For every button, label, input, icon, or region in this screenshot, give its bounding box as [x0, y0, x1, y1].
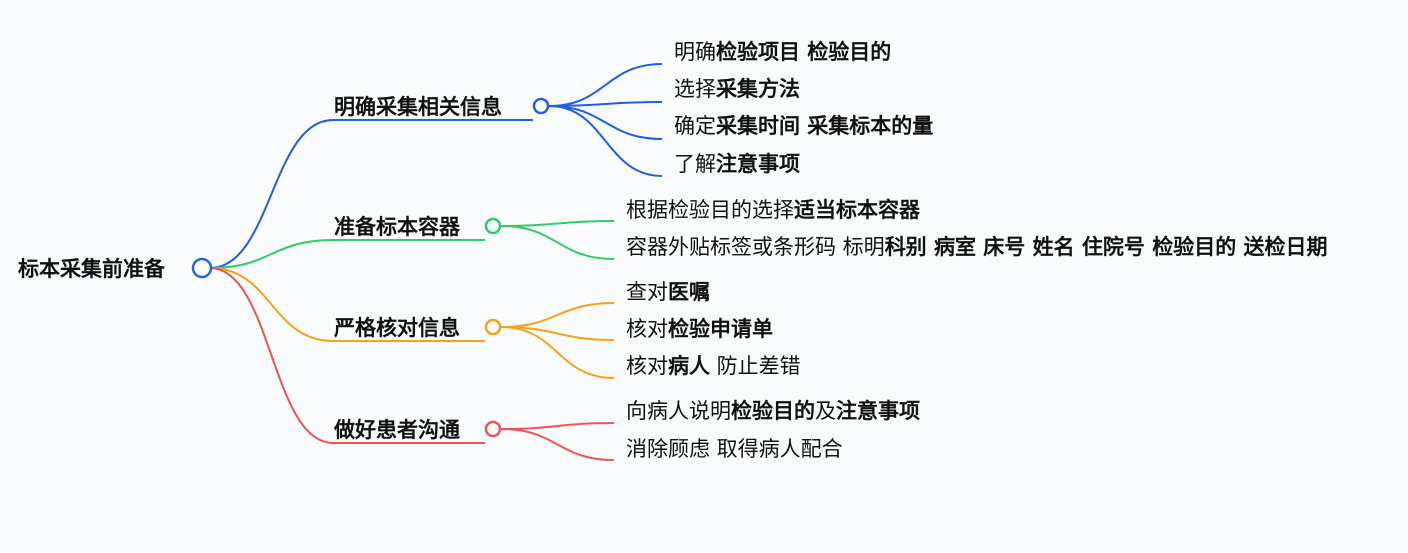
leaf-text-segment: 病人 — [668, 354, 710, 378]
root-expand-node[interactable] — [191, 257, 213, 279]
leaf-text-segment: 向病人说明 — [626, 399, 731, 423]
leaf-text-segment: 选择 — [674, 77, 716, 101]
leaf-3-1: 消除顾虑 取得病人配合 — [626, 436, 843, 462]
leaf-text-segment: 明确 — [674, 40, 716, 64]
branch-to-leaf-connector — [500, 302, 615, 328]
leaf-text-segment: 容器外贴标签或条形码 标明 — [626, 235, 885, 259]
branch-label-info: 明确采集相关信息 — [334, 95, 502, 119]
branch-label-communicate: 做好患者沟通 — [334, 418, 460, 442]
branch-to-leaf-connector — [500, 225, 615, 260]
leaf-text-segment: 及 — [815, 399, 836, 423]
root-to-branch-connector — [209, 119, 334, 269]
leaf-3-0: 向病人说明检验目的及注意事项 — [626, 398, 920, 424]
leaf-text-segment: 根据检验目的选择 — [626, 198, 794, 222]
leaf-text-segment: 检验项目 检验目的 — [716, 40, 892, 64]
leaf-text-segment: 消除顾虑 取得病人配合 — [626, 437, 843, 461]
leaf-text-segment: 核对 — [626, 317, 668, 341]
leaf-text-segment: 核对 — [626, 354, 668, 378]
branch-to-leaf-connector — [500, 326, 615, 341]
root-to-branch-connector — [209, 239, 334, 269]
leaf-text-segment: 科别 病室 床号 姓名 住院号 检验目的 送检日期 — [884, 235, 1328, 259]
leaf-text-segment: 采集方法 — [716, 77, 800, 101]
leaf-text-segment: 注意事项 — [716, 152, 800, 176]
branch-to-leaf-connector — [500, 428, 615, 461]
leaf-text-segment: 医嘱 — [668, 280, 710, 304]
branch-to-leaf-connector — [500, 326, 615, 379]
branch-to-leaf-connector — [500, 422, 615, 430]
leaf-text-segment: 检验申请单 — [668, 317, 773, 341]
leaf-2-2: 核对病人 防止差错 — [626, 353, 801, 379]
branch-to-leaf-connector — [548, 101, 663, 107]
root-to-branch-connector — [209, 267, 334, 342]
branch-to-leaf-connector — [548, 105, 663, 140]
leaf-text-segment: 查对 — [626, 280, 668, 304]
branch-to-leaf-connector — [500, 220, 615, 227]
leaf-text-segment: 采集时间 采集标本的量 — [716, 114, 934, 138]
branch-expand-node[interactable] — [484, 217, 502, 235]
leaf-0-2: 确定采集时间 采集标本的量 — [674, 113, 933, 139]
branch-expand-node[interactable] — [484, 420, 502, 438]
leaf-2-0: 查对医嘱 — [626, 279, 710, 305]
leaf-0-0: 明确检验项目 检验目的 — [674, 39, 891, 65]
branch-expand-node[interactable] — [484, 318, 502, 336]
leaf-0-3: 了解注意事项 — [674, 151, 800, 177]
leaf-text-segment: 注意事项 — [836, 399, 920, 423]
branch-label-container: 准备标本容器 — [334, 215, 460, 239]
leaf-text-segment: 适当标本容器 — [794, 198, 920, 222]
leaf-1-0: 根据检验目的选择适当标本容器 — [626, 197, 920, 223]
leaf-2-1: 核对检验申请单 — [626, 316, 773, 342]
branch-to-leaf-connector — [548, 63, 663, 107]
root-to-branch-connector — [209, 267, 334, 444]
leaf-text-segment: 检验目的 — [731, 399, 815, 423]
branch-expand-node[interactable] — [532, 97, 550, 115]
leaf-text-segment: 防止差错 — [710, 354, 801, 378]
branch-to-leaf-connector — [548, 105, 663, 177]
root-node-label: 标本采集前准备 — [18, 257, 165, 281]
leaf-1-1: 容器外贴标签或条形码 标明科别 病室 床号 姓名 住院号 检验目的 送检日期 — [626, 234, 1328, 260]
leaf-text-segment: 确定 — [674, 114, 716, 138]
branch-label-verify: 严格核对信息 — [334, 316, 460, 340]
leaf-0-1: 选择采集方法 — [674, 76, 800, 102]
leaf-text-segment: 了解 — [674, 152, 716, 176]
